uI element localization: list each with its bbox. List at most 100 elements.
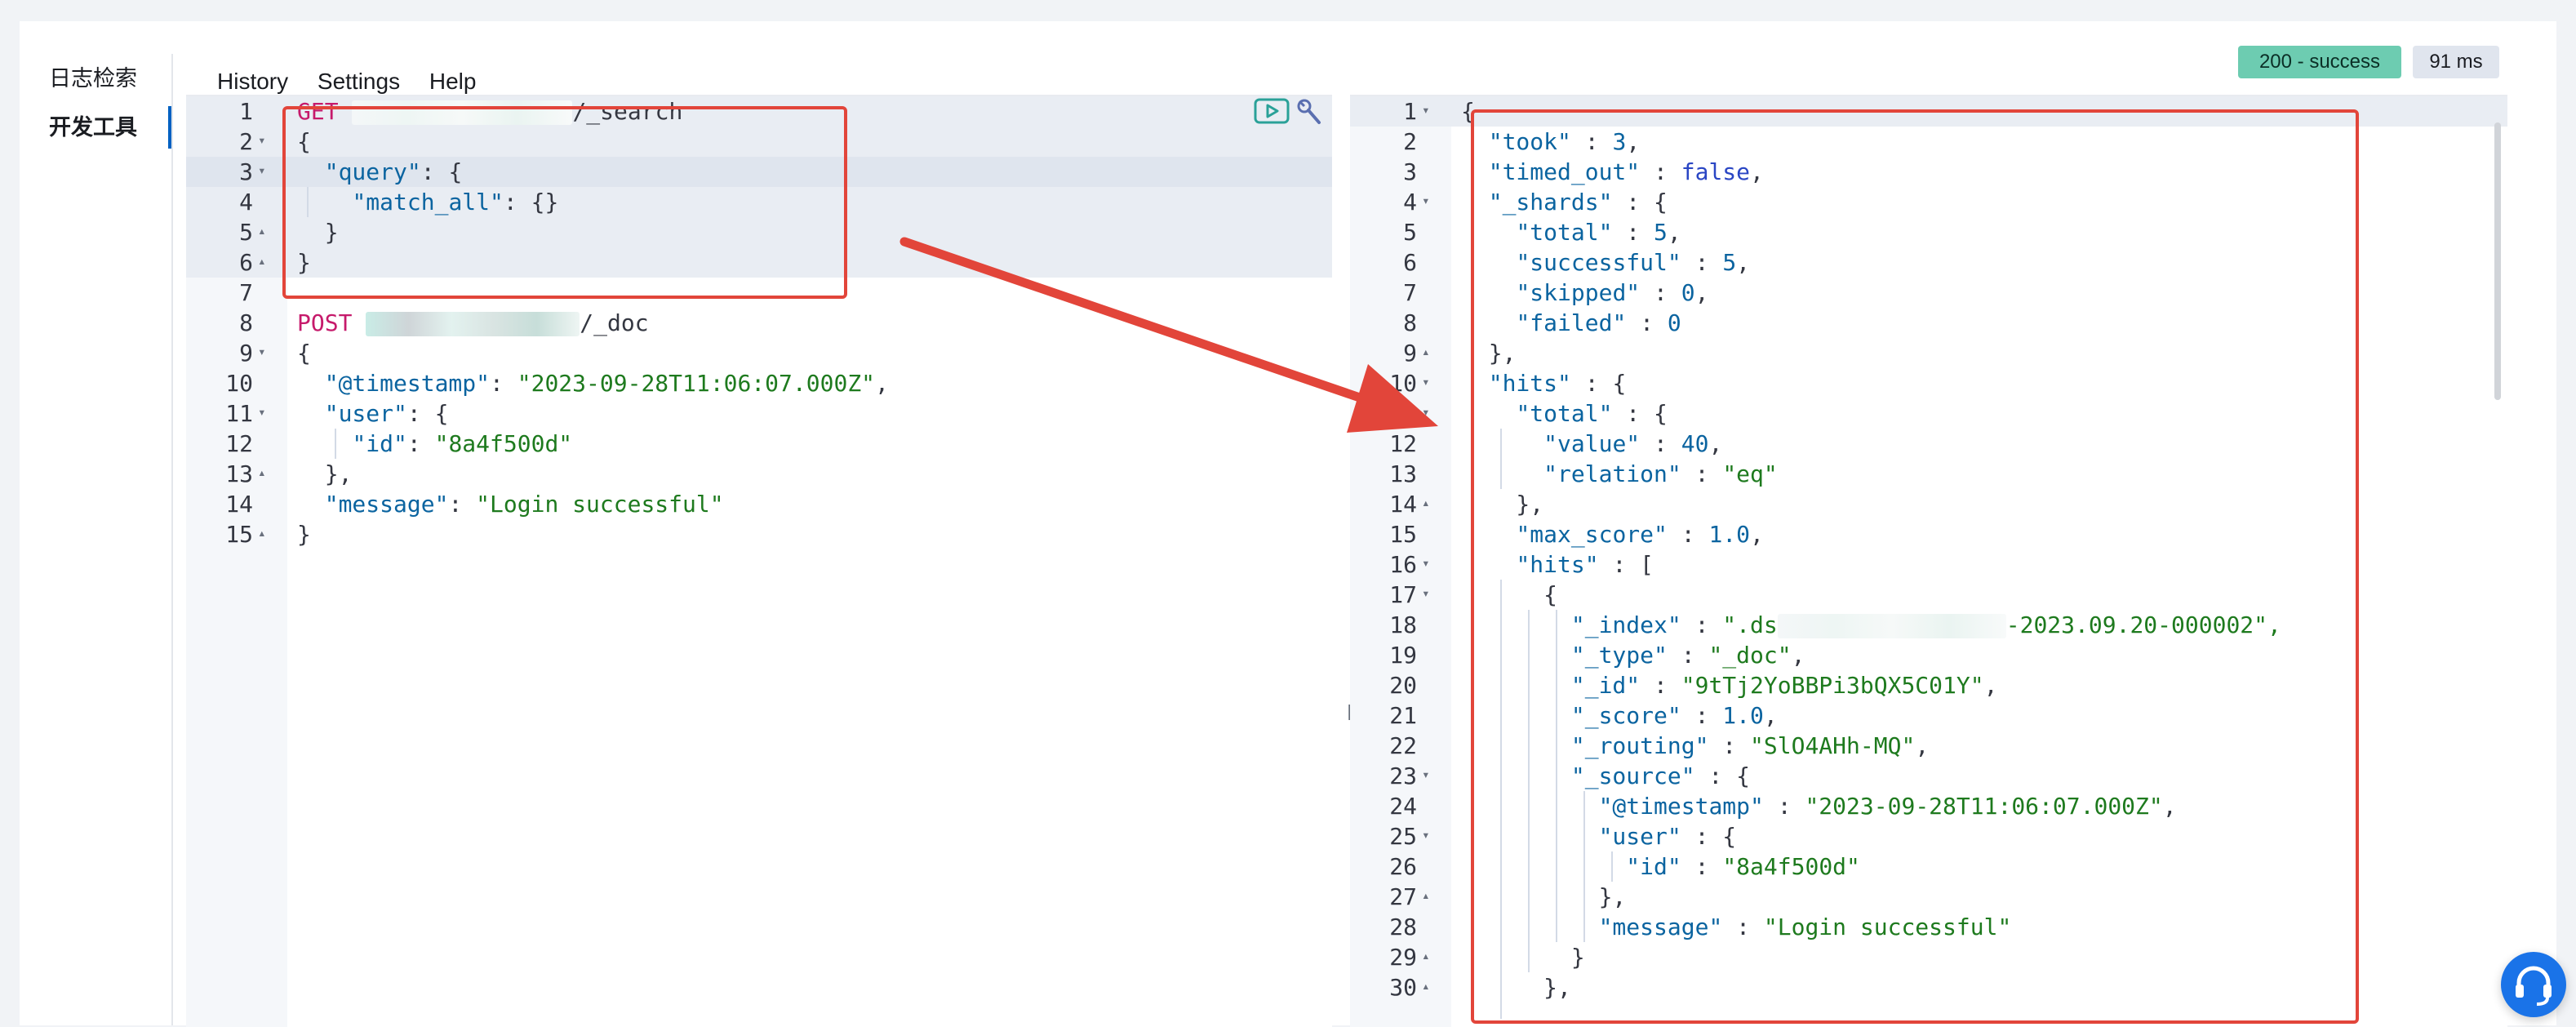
json-key: "id" xyxy=(352,430,407,457)
indent-guide xyxy=(1500,429,1502,489)
code-line: 5 "total" : 5, xyxy=(1403,219,1681,246)
redacted-index xyxy=(352,100,573,125)
json-value: "2023-09-28T11:06:07.000Z" xyxy=(1805,793,2163,820)
json-key: "message" xyxy=(324,491,449,518)
code-line: 3▾ "query": { xyxy=(186,157,1332,187)
json-value: "2023-09-28T11:06:07.000Z" xyxy=(517,370,876,397)
code-line: 15 "max_score" : 1.0, xyxy=(1389,521,1764,548)
indent-guide xyxy=(1528,610,1530,972)
code-line: 21 "_score" : 1.0, xyxy=(1389,702,1778,729)
redacted-index xyxy=(1777,614,2006,638)
json-key: "@timestamp" xyxy=(324,370,491,397)
json-key: "query" xyxy=(324,158,421,185)
json-value: "SlO4AHh-MQ" xyxy=(1750,732,1916,759)
code-line: 13▴ }, xyxy=(225,460,353,487)
help-link[interactable]: Help xyxy=(429,69,477,94)
code-line: 24 "@timestamp" : "2023-09-28T11:06:07.0… xyxy=(1389,793,2177,820)
headset-icon xyxy=(2516,966,2552,1006)
json-value: 0 xyxy=(1681,279,1695,306)
run-request-icon[interactable] xyxy=(1254,98,1290,124)
json-value: false xyxy=(1681,158,1751,185)
code-line: 3 "timed_out" : false, xyxy=(1403,158,1764,185)
code-line: 13 "relation" : "eq" xyxy=(1389,460,1778,487)
nav-item-dev-tools[interactable]: 开发工具 xyxy=(20,103,171,152)
code-line: 14▴ }, xyxy=(1389,491,1544,518)
code-line: 2 "took" : 3, xyxy=(1403,128,1641,155)
code-line: 10 "@timestamp": "2023-09-28T11:06:07.00… xyxy=(225,370,889,397)
json-key: "match_all" xyxy=(352,189,504,216)
wrench-icon[interactable] xyxy=(1295,96,1322,126)
json-value: "8a4f500d" xyxy=(434,430,573,457)
annotation-box-response xyxy=(1471,109,2359,1024)
request-path: /_search xyxy=(572,98,683,125)
json-value: 40 xyxy=(1681,430,1709,457)
code-line: 4 "match_all": {} xyxy=(186,187,1332,217)
json-value: -2023.09.20-000002", xyxy=(2005,611,2281,638)
code-line: 7 xyxy=(239,279,253,306)
code-line: 9▾{ xyxy=(239,340,311,367)
code-line: 2▾{ xyxy=(186,127,1332,157)
json-key: "user" xyxy=(324,400,407,427)
code-line: 17▾ { xyxy=(1389,581,1558,608)
indent-guide xyxy=(1500,580,1502,1019)
code-line: 4▾ "_shards" : { xyxy=(1403,189,1668,216)
code-line: 11▾ "user": { xyxy=(225,400,449,427)
code-line: 26 "id" : "8a4f500d" xyxy=(1389,853,1860,880)
request-time-badge: 91 ms xyxy=(2413,46,2499,78)
json-value: 1.0 xyxy=(1708,521,1751,548)
request-method: GET xyxy=(297,98,339,125)
indent-guide xyxy=(1556,610,1557,942)
json-value: ".ds xyxy=(1722,611,1778,638)
json-value: "Login successful" xyxy=(1763,914,2012,940)
code-line: 6 "successful" : 5, xyxy=(1403,249,1751,276)
indent-guide xyxy=(1583,791,1585,942)
annotation-box-request xyxy=(282,106,847,299)
side-nav: 日志检索 开发工具 xyxy=(20,54,171,152)
indent-guide xyxy=(335,429,336,459)
code-line: 16▾ "hits" : [ xyxy=(1389,551,1654,578)
code-line: 12 "value" : 40, xyxy=(1389,430,1723,457)
code-line: 7 "skipped" : 0, xyxy=(1403,279,1709,306)
code-line: 22 "_routing" : "SlO4AHh-MQ", xyxy=(1389,732,1930,759)
indent-guide xyxy=(1611,851,1613,882)
code-line: 19 "_type" : "_doc", xyxy=(1389,642,1805,669)
code-line: 23▾ "_source" : { xyxy=(1389,762,1751,789)
history-link[interactable]: History xyxy=(217,69,289,94)
code-line: 11▾ "total" : { xyxy=(1389,400,1668,427)
code-line: 14 "message": "Login successful" xyxy=(225,491,724,518)
code-line: 27▴ }, xyxy=(1389,883,1627,910)
nav-divider xyxy=(171,54,173,1025)
json-value: "eq" xyxy=(1722,460,1778,487)
redacted-index xyxy=(366,312,580,336)
json-value: "_doc" xyxy=(1708,642,1792,669)
nav-item-log-search[interactable]: 日志检索 xyxy=(49,66,137,91)
json-value: 0 xyxy=(1667,309,1681,336)
code-line: 29▴ } xyxy=(1389,944,1585,971)
json-value: 5 xyxy=(1722,249,1737,276)
pane-splitter[interactable] xyxy=(1339,95,1350,1025)
code-line: 9▴ }, xyxy=(1403,340,1517,367)
settings-link[interactable]: Settings xyxy=(317,69,401,94)
code-line: 30▴ }, xyxy=(1389,974,1571,1001)
request-path: /_doc xyxy=(580,309,649,336)
json-value: 1.0 xyxy=(1722,702,1764,729)
request-method: POST xyxy=(297,309,353,336)
json-value: "Login successful" xyxy=(476,491,724,518)
code-line: 8 "failed" : 0 xyxy=(1403,309,1681,336)
json-value: "9tTj2YoBBPi3bQX5C01Y" xyxy=(1681,672,1984,699)
code-line: 20 "_id" : "9tTj2YoBBPi3bQX5C01Y", xyxy=(1389,672,1998,699)
support-chat-button[interactable] xyxy=(2501,952,2566,1017)
indent-guide xyxy=(307,187,309,217)
response-scrollbar[interactable] xyxy=(2494,122,2501,400)
console-menu: History Settings Help xyxy=(217,69,499,95)
response-editor[interactable]: 1▾{ 2 "took" : 3, 3 "timed_out" : false,… xyxy=(1350,95,2507,1027)
code-line: 25▾ "user" : { xyxy=(1389,823,1737,850)
code-line: 28 "message" : "Login successful" xyxy=(1389,914,2012,940)
code-line: 15▴} xyxy=(225,521,311,548)
code-line: 12 "id": "8a4f500d" xyxy=(225,430,573,457)
json-value: "8a4f500d" xyxy=(1722,853,1860,880)
json-value: 5 xyxy=(1654,219,1668,246)
